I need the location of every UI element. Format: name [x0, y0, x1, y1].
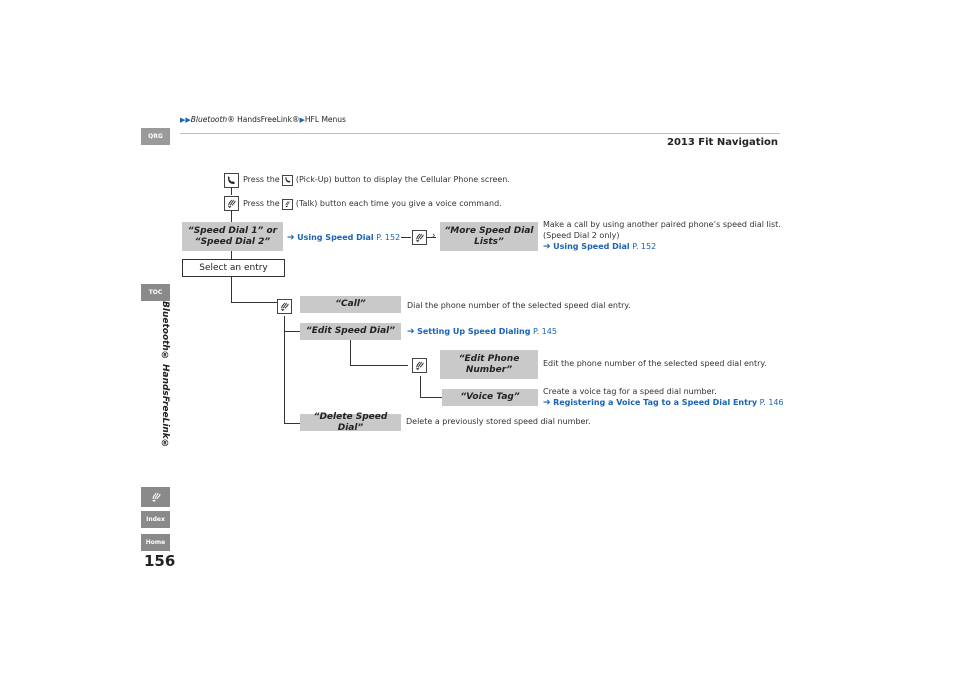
breadcrumb: ▶▶Bluetooth® HandsFreeLink®▶HFL Menus — [180, 115, 346, 124]
more-speed-dial-desc-1: Make a call by using another paired phon… — [543, 220, 781, 229]
talk-icon — [412, 230, 427, 245]
pickup-instruction: Press the (Pick-Up) button to display th… — [243, 174, 510, 186]
talk-icon — [282, 198, 294, 210]
select-entry-box: Select an entry — [182, 259, 285, 277]
more-speed-dial-command: “More Speed Dial Lists” — [440, 222, 538, 251]
connector-line — [350, 340, 351, 365]
ref-arrow-icon: ➔ — [407, 327, 415, 337]
connector-line — [401, 237, 411, 238]
section-title-vertical: Bluetooth® HandsFreeLink® — [160, 301, 170, 449]
home-tab[interactable]: Home — [141, 534, 170, 551]
connector-line — [420, 397, 442, 398]
index-tab[interactable]: Index — [141, 511, 170, 528]
more-using-speed-dial-ref[interactable]: ➔ Using Speed Dial P. 152 — [543, 241, 656, 253]
voice-tag-command: “Voice Tag” — [442, 389, 538, 406]
breadcrumb-hfl-menus[interactable]: HFL Menus — [304, 115, 346, 124]
connector-line — [284, 423, 300, 424]
talk-icon — [277, 299, 292, 314]
arrow-right-icon: › — [432, 231, 436, 241]
pickup-icon — [282, 174, 294, 186]
setting-up-speed-dialing-ref[interactable]: ➔ Setting Up Speed Dialing P. 145 — [407, 326, 557, 338]
talk-pre-text: Press the — [243, 199, 280, 208]
more-speed-dial-desc-2: (Speed Dial 2 only) — [543, 231, 620, 240]
breadcrumb-arrow-icon: ▶ — [299, 116, 305, 124]
talk-instruction: Press the (Talk) button each time you gi… — [243, 198, 502, 210]
connector-line — [426, 237, 436, 238]
breadcrumb-hfl[interactable]: ® HandsFreeLink® — [227, 115, 300, 124]
ref-arrow-icon: ➔ — [287, 233, 295, 243]
talk-tab[interactable] — [141, 487, 170, 507]
ref-label[interactable]: Setting Up Speed Dialing — [417, 327, 531, 336]
ref-label[interactable]: Using Speed Dial — [297, 233, 374, 242]
connector-line — [284, 331, 300, 332]
pickup-post-text: (Pick-Up) button to display the Cellular… — [295, 175, 510, 184]
connector-line — [231, 251, 232, 259]
talk-icon — [151, 492, 160, 502]
connector-line — [350, 365, 408, 366]
ref-page[interactable]: P. 145 — [532, 327, 557, 336]
talk-icon — [412, 358, 427, 373]
header-rule — [180, 133, 780, 134]
delete-speed-dial-command: “Delete Speed Dial” — [300, 412, 401, 433]
ref-arrow-icon: ➔ — [543, 398, 551, 408]
page-number: 156 — [144, 552, 176, 570]
voice-tag-desc: Create a voice tag for a speed dial numb… — [543, 387, 717, 396]
connector-line — [420, 376, 421, 398]
ref-page[interactable]: P. 146 — [759, 398, 784, 407]
delete-speed-dial-desc: Delete a previously stored speed dial nu… — [406, 417, 591, 426]
connector-line — [231, 277, 232, 302]
call-desc: Dial the phone number of the selected sp… — [407, 301, 631, 310]
edit-phone-number-desc: Edit the phone number of the selected sp… — [543, 359, 767, 368]
talk-icon — [224, 196, 239, 211]
ref-label[interactable]: Using Speed Dial — [553, 242, 630, 251]
pickup-pre-text: Press the — [243, 175, 280, 184]
registering-voice-tag-ref[interactable]: ➔ Registering a Voice Tag to a Speed Dia… — [543, 397, 784, 409]
breadcrumb-arrow-icon: ▶▶ — [180, 116, 191, 124]
speed-dial-command: “Speed Dial 1” or “Speed Dial 2” — [182, 222, 283, 251]
toc-tab[interactable]: TOC — [141, 284, 170, 301]
connector-line — [231, 210, 232, 223]
ref-arrow-icon: ➔ — [543, 242, 551, 252]
ref-label[interactable]: Registering a Voice Tag to a Speed Dial … — [553, 398, 758, 407]
pickup-icon — [224, 173, 239, 188]
edit-phone-number-command: “Edit Phone Number” — [440, 350, 538, 379]
talk-post-text: (Talk) button each time you give a voice… — [295, 199, 502, 208]
using-speed-dial-ref[interactable]: ➔ Using Speed Dial P. 152 — [287, 232, 400, 244]
breadcrumb-bluetooth[interactable]: Bluetooth — [190, 115, 228, 124]
connector-line — [231, 187, 232, 195]
ref-page[interactable]: P. 152 — [376, 233, 401, 242]
connector-line — [284, 316, 285, 424]
qrg-tab[interactable]: QRG — [141, 128, 170, 145]
edit-speed-dial-command: “Edit Speed Dial” — [300, 323, 401, 340]
connector-line — [231, 302, 277, 303]
call-command: “Call” — [300, 296, 401, 313]
header-title: 2013 Fit Navigation — [666, 137, 778, 148]
ref-page[interactable]: P. 152 — [632, 242, 657, 251]
